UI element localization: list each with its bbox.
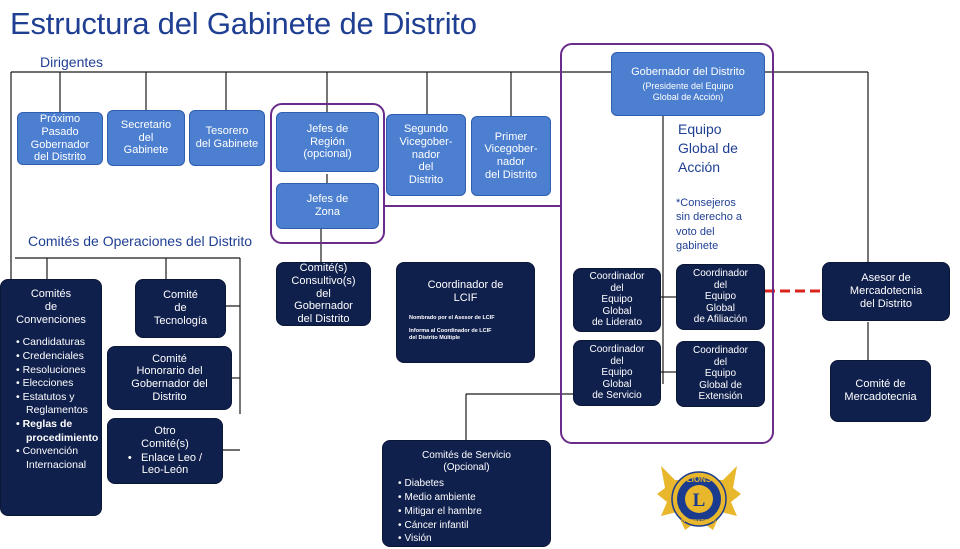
jefes-region-box: Jefes de Región (opcional) <box>276 112 379 172</box>
coordinador-extension-box: Coordinador del Equipo Global de Extensi… <box>676 341 765 407</box>
primer-vicegobernador-label: Primer Vicegober- nador del Distrito <box>484 130 538 181</box>
section-label-comites-operaciones: Comités de Operaciones del Distrito <box>28 233 253 249</box>
jefes-zona-box: Jefes de Zona <box>276 183 379 229</box>
lions-logo: L LIONS INTERNATIONAL <box>657 466 741 530</box>
servicio-item: Visión <box>398 532 547 546</box>
proximo-pasado-gobernador-box: Próximo Pasado Gobernador del Distrito <box>17 112 103 165</box>
comite-honorario-box: Comité Honorario del Gobernador del Dist… <box>107 346 232 410</box>
lcif-note-informa: Informa al Coordinador de LCIF del Distr… <box>409 328 492 342</box>
comite-mercadotecnia-box: Comité de Mercadotecnia <box>830 360 931 422</box>
logo-letter: L <box>693 490 706 511</box>
servicio-item: Diabetes <box>398 477 547 491</box>
asesor-mercadotecnia-box: Asesor de Mercadotecnia del Distrito <box>822 262 950 321</box>
coordinador-afiliacion-box: Coordinador del Equipo Global de Afiliac… <box>676 264 765 330</box>
convenciones-item: Reglamentos <box>26 404 88 417</box>
comites-servicio-title: Comités de Servicio (Opcional) <box>422 450 511 473</box>
gobernador-subtitle: (Presidente del Equipo Global de Acción) <box>642 81 734 102</box>
convenciones-list: • Candidaturas • Credenciales • Resoluci… <box>4 336 98 472</box>
servicio-item: Cáncer infantil <box>398 519 547 533</box>
coordinador-liderato-label: Coordinador del Equipo Global de Liderat… <box>589 271 645 329</box>
convenciones-item: Internacional <box>26 459 87 472</box>
jefes-region-label: Jefes de Región (opcional) <box>303 122 352 161</box>
convenciones-item: • Elecciones <box>16 377 74 390</box>
comites-convenciones-title: Comités de Convenciones <box>16 288 86 326</box>
convenciones-item: • Resoluciones <box>16 363 86 376</box>
coordinador-servicio-label: Coordinador del Equipo Global de Servici… <box>589 344 645 402</box>
comite-tecnologia-label: Comité de Tecnología <box>153 289 208 327</box>
consejeros-note: *Consejeros sin derecho a voto del gabin… <box>676 197 743 252</box>
tesorero-label: Tesorero del Gabinete <box>195 125 259 150</box>
coordinador-servicio-box: Coordinador del Equipo Global de Servici… <box>573 340 661 406</box>
convenciones-item: • Reglas de <box>16 418 73 431</box>
comite-consultivo-box: Comité(s) Consultivo(s) del Gobernador d… <box>276 262 371 326</box>
equipo-global-frame <box>560 43 774 444</box>
coordinador-afiliacion-label: Coordinador del Equipo Global de Afiliac… <box>692 268 749 326</box>
segundo-vicegobernador-label: Segundo Vicegober- nador del Distrito <box>399 123 453 187</box>
servicio-list: Diabetes Medio ambiente Mitigar el hambr… <box>386 477 547 546</box>
convenciones-item: procedimiento <box>26 431 99 444</box>
convenciones-item: • Credenciales <box>16 349 84 362</box>
proximo-pasado-gobernador-label: Próximo Pasado Gobernador del Distrito <box>30 113 90 164</box>
convenciones-item: • Estatutos y <box>16 390 75 403</box>
servicio-item: Mitigar el hambre <box>398 505 547 519</box>
convenciones-item: • Convención <box>16 445 79 458</box>
otro-comite-item-cont: Leo-León <box>141 464 189 477</box>
coordinador-extension-label: Coordinador del Equipo Global de Extensi… <box>692 345 749 403</box>
convenciones-item: • Candidaturas <box>16 336 86 349</box>
segundo-vicegobernador-box: Segundo Vicegober- nador del Distrito <box>386 114 466 196</box>
comite-consultivo-label: Comité(s) Consultivo(s) del Gobernador d… <box>291 262 356 326</box>
tesorero-box: Tesorero del Gabinete <box>189 110 265 166</box>
otro-comite-box: Otro Comité(s) • Enlace Leo / Leo-León <box>107 418 223 484</box>
comites-convenciones-box: Comités de Convenciones • Candidaturas •… <box>0 279 102 516</box>
logo-text-top: LIONS <box>687 475 712 484</box>
equipo-global-label: Equipo Global de Acción <box>678 121 738 175</box>
gobernador-box: Gobernador del Distrito (Presidente del … <box>611 52 765 116</box>
otro-comite-item: • Enlace Leo / <box>127 451 203 464</box>
logo-text-bottom: INTERNATIONAL <box>681 518 718 523</box>
gobernador-title: Gobernador del Distrito <box>631 65 745 78</box>
asesor-mercadotecnia-label: Asesor de Mercadotecnia del Distrito <box>849 272 923 310</box>
coordinador-lcif-box: Coordinador de LCIF Nombrado por el Ases… <box>396 262 535 363</box>
section-label-dirigentes: Dirigentes <box>40 54 104 70</box>
coordinador-lcif-title: Coordinador de LCIF <box>427 279 504 304</box>
secretario-box: Secretario del Gabinete <box>107 110 185 166</box>
jefes-group-frame <box>270 103 385 244</box>
page-title: Estructura del Gabinete de Distrito <box>10 6 477 41</box>
comite-mercadotecnia-label: Comité de Mercadotecnia <box>844 378 917 403</box>
comites-servicio-box: Comités de Servicio (Opcional) Diabetes … <box>382 440 551 547</box>
comite-tecnologia-box: Comité de Tecnología <box>135 279 226 338</box>
servicio-item: Medio ambiente <box>398 491 547 505</box>
comite-honorario-label: Comité Honorario del Gobernador del Dist… <box>131 352 208 403</box>
otro-comite-title: Otro Comité(s) <box>141 425 189 450</box>
secretario-label: Secretario del Gabinete <box>120 118 172 157</box>
primer-vicegobernador-box: Primer Vicegober- nador del Distrito <box>471 116 551 196</box>
lcif-note-nombrado: Nombrado por el Asesor de LCIF <box>409 314 495 321</box>
coordinador-liderato-box: Coordinador del Equipo Global de Liderat… <box>573 268 661 332</box>
jefes-zona-label: Jefes de Zona <box>306 193 349 218</box>
